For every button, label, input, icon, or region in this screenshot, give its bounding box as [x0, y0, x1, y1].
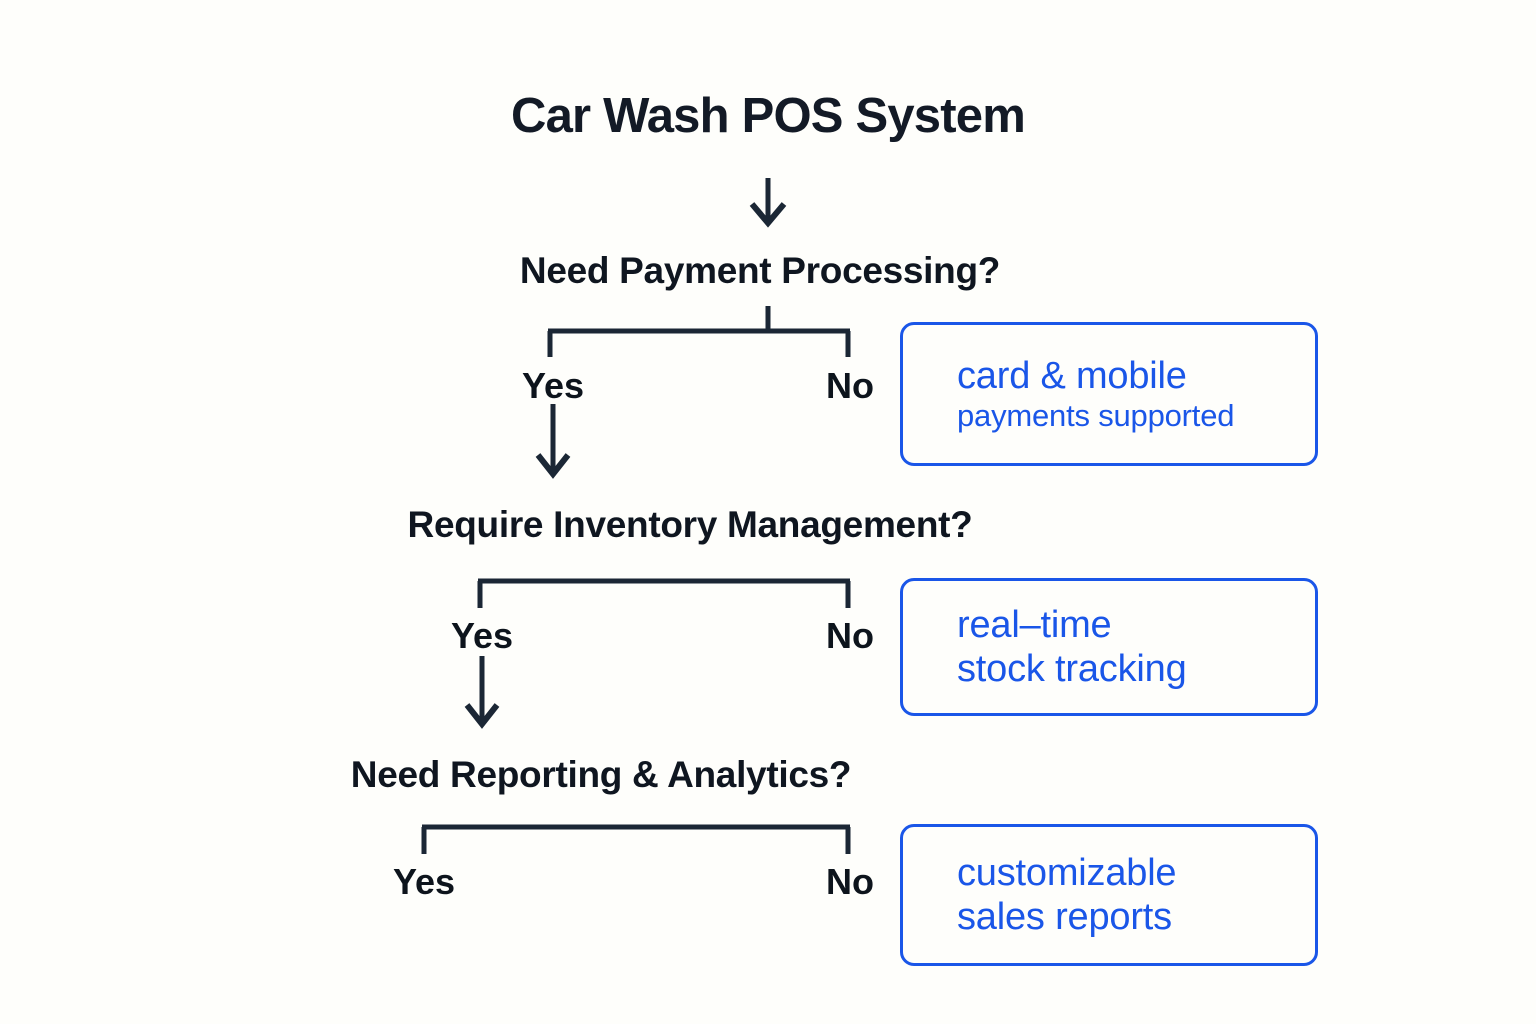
callout-stock-line1: real–time — [957, 603, 1112, 646]
callout-payments-line1: card & mobile — [957, 354, 1187, 397]
branch-label-reporting-no: No — [826, 861, 874, 902]
branch-label-payment-no: No — [826, 365, 874, 406]
callout-stock-line2: stock tracking — [957, 648, 1187, 690]
callout-reports-line2: sales reports — [957, 896, 1172, 938]
branch-label-reporting-yes: Yes — [392, 861, 456, 902]
decision-node-reporting: Need Reporting & Analytics? — [350, 754, 852, 795]
decision-node-inventory: Require Inventory Management? — [407, 504, 973, 545]
branch-label-payment-yes: Yes — [521, 365, 585, 406]
callout-reports-line1: customizable — [957, 851, 1177, 894]
callout-payments-line2: payments supported — [957, 398, 1235, 434]
arrowhead-title-to-payment — [749, 202, 787, 228]
page-title: Car Wash POS System — [510, 89, 1026, 143]
decision-node-payment: Need Payment Processing? — [519, 250, 1001, 291]
branch-label-inventory-no: No — [826, 615, 874, 656]
arrowhead-inventory-yes — [464, 703, 500, 729]
callout-payments: card & mobile payments supported — [900, 322, 1318, 466]
callout-stock: real–time stock tracking — [900, 578, 1318, 716]
callout-reports: customizable sales reports — [900, 824, 1318, 966]
branch-label-inventory-yes: Yes — [450, 615, 514, 656]
arrowhead-payment-yes — [535, 453, 571, 479]
